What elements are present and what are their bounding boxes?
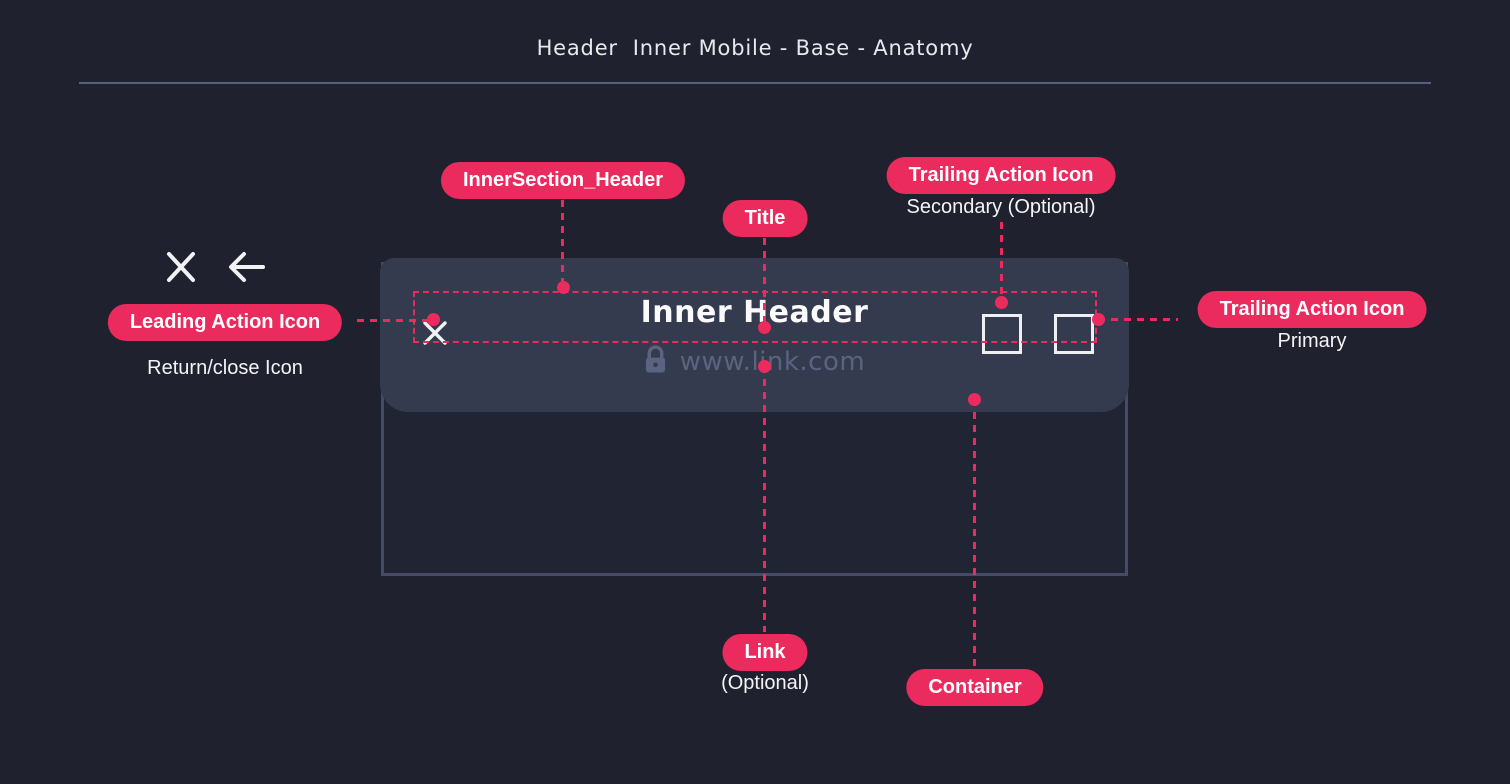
header-row-annotation-outline	[413, 291, 1097, 343]
sublabel-trailing-primary: Primary	[1277, 330, 1347, 352]
mock-link[interactable]: www.link.com	[380, 345, 1129, 379]
back-arrow-icon	[227, 248, 265, 291]
close-icon	[165, 250, 197, 289]
sublabel-leading: Return/close Icon	[147, 357, 303, 379]
connector-container	[973, 399, 976, 667]
label-title: Title	[722, 200, 808, 237]
page-title: Header Inner Mobile - Base - Anatomy	[536, 36, 974, 60]
sublabel-link: (Optional)	[721, 672, 809, 694]
connector-inner-section	[561, 200, 564, 288]
label-link: Link	[722, 634, 808, 671]
mock-inner-header	[380, 258, 1129, 412]
mock-header-title: Inner Header	[640, 295, 869, 330]
connector-trailing-primary	[1098, 318, 1178, 321]
connector-dot	[427, 313, 440, 326]
connector-dot	[557, 281, 570, 294]
connector-link	[763, 366, 766, 632]
connector-dot	[758, 321, 771, 334]
connector-dot	[1092, 313, 1105, 326]
label-trailing-action-secondary: Trailing Action Icon	[886, 157, 1116, 194]
label-leading-action-icon: Leading Action Icon	[107, 304, 343, 341]
label-container: Container	[906, 669, 1044, 706]
close-icon[interactable]	[421, 319, 449, 347]
sublabel-trailing-secondary: Secondary (Optional)	[906, 196, 1096, 218]
lock-icon	[644, 345, 667, 379]
trailing-primary-square-icon[interactable]	[1054, 314, 1094, 354]
connector-dot	[968, 393, 981, 406]
connector-title	[763, 238, 766, 328]
connector-dot	[758, 360, 771, 373]
label-inner-section-header: InnerSection_Header	[440, 162, 686, 199]
mock-link-url: www.link.com	[679, 347, 866, 377]
connector-dot	[995, 296, 1008, 309]
trailing-secondary-square-icon[interactable]	[982, 314, 1022, 354]
label-trailing-action-primary: Trailing Action Icon	[1197, 291, 1427, 328]
title-divider	[79, 82, 1431, 84]
connector-leading	[357, 319, 433, 322]
connector-trailing-secondary	[1000, 222, 1003, 302]
